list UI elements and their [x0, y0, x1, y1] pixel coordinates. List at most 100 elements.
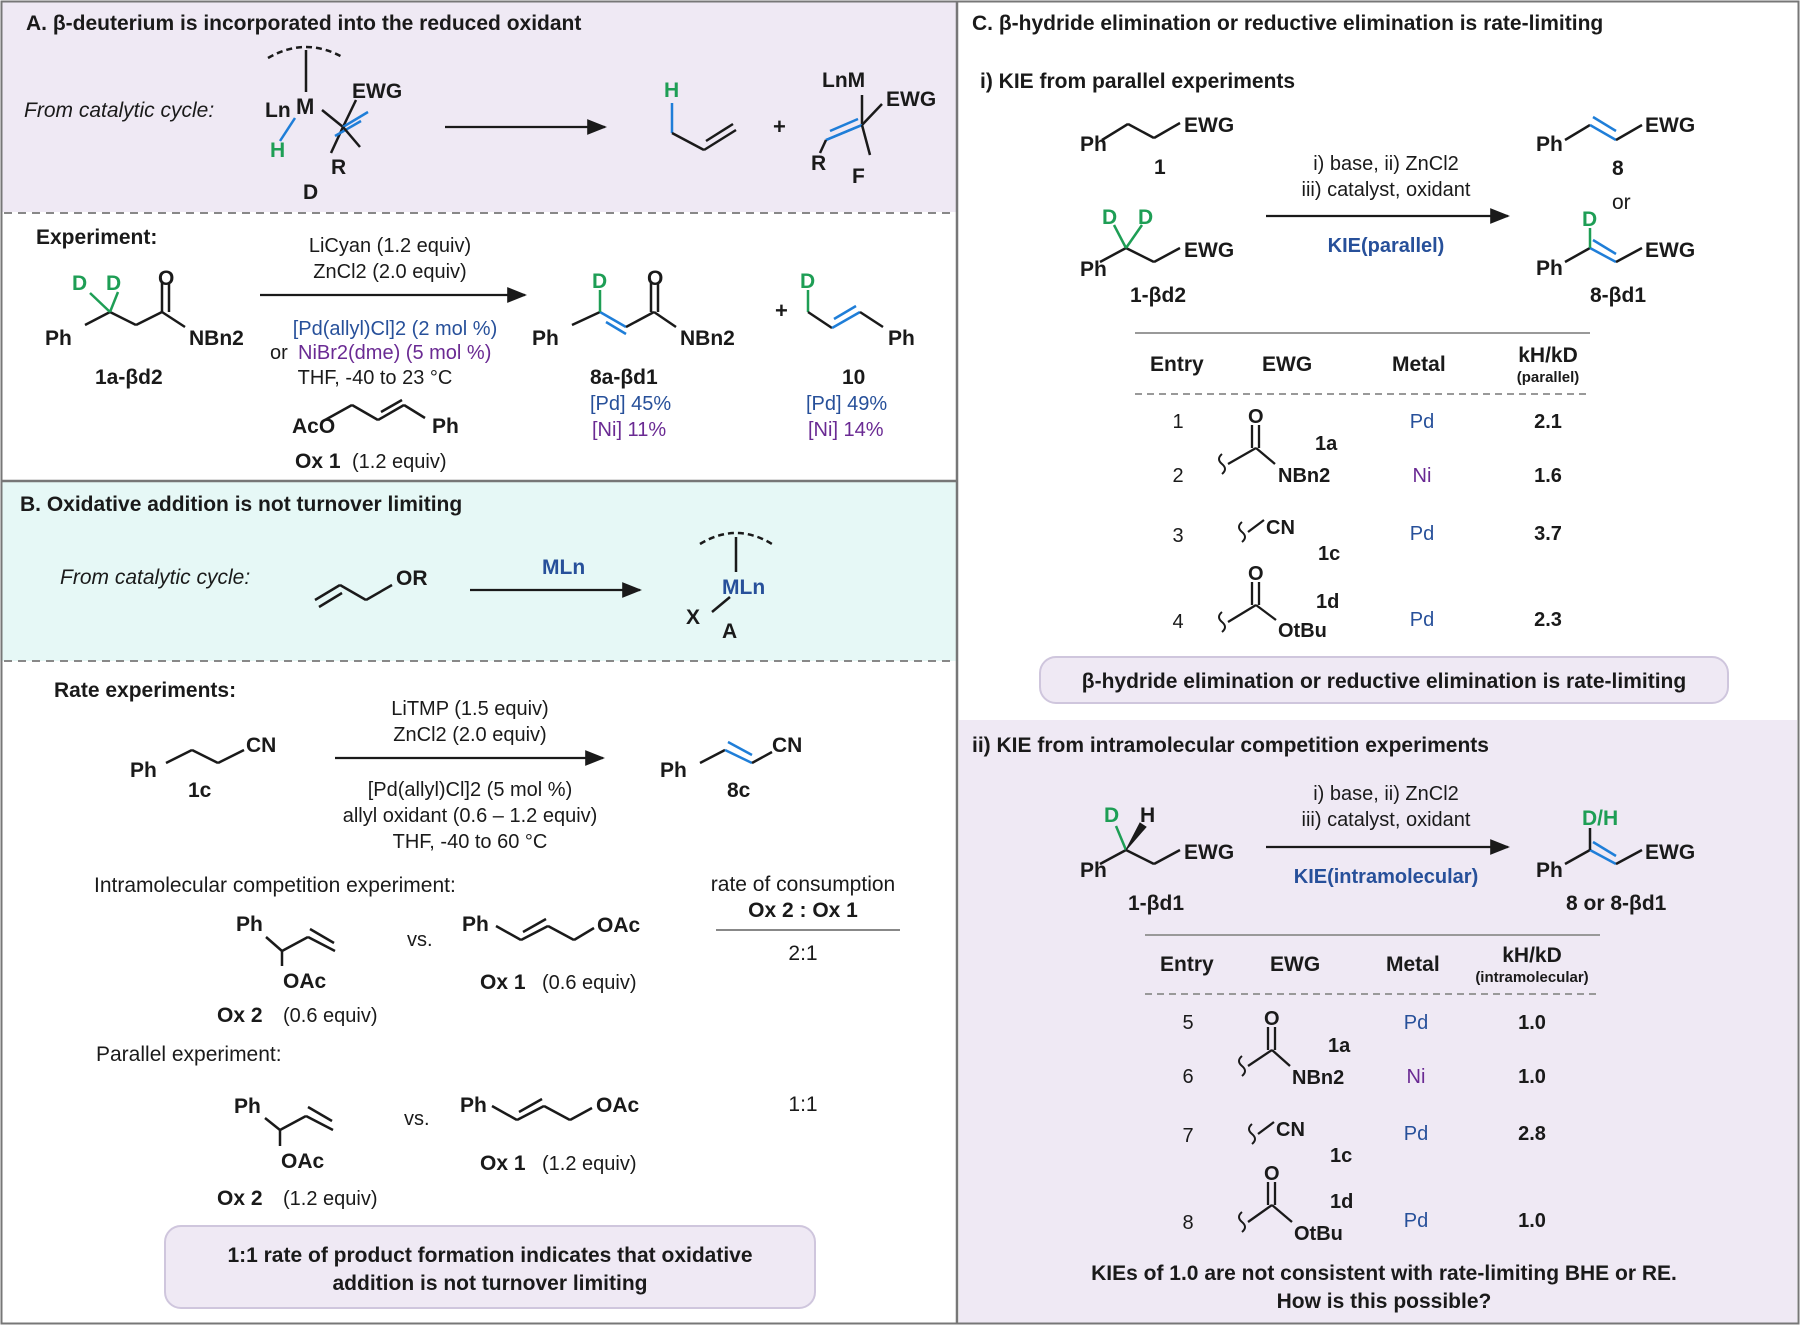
propene-h: H — [664, 79, 679, 102]
p8dh-ph: Ph — [1536, 859, 1563, 882]
table1-rows: 1 Pd 2.1 2 Ni 1.6 3 Pd 3.7 4 Pd 2.3 — [1172, 411, 1561, 633]
side-d: D — [800, 270, 815, 293]
c1-cond1: i) base, ii) ZnCl2 — [1313, 153, 1459, 175]
product-8c-ph: Ph — [660, 759, 687, 782]
product-8c-cn: CN — [772, 734, 802, 757]
vinyl-metal-product — [818, 95, 883, 156]
sm-nbn2: NBn2 — [189, 327, 244, 350]
ox1-aco: AcO — [292, 415, 335, 438]
p8-ewg: EWG — [1645, 114, 1695, 137]
t2-row8-kie: 1.0 — [1518, 1210, 1546, 1232]
t1-nitrile-cn: CN — [1266, 517, 1295, 539]
ewg2-label: EWG — [886, 88, 936, 111]
oxidant-ox1-structure — [324, 398, 426, 422]
t2-h-ewg: EWG — [1270, 953, 1320, 976]
c1-kie-label: KIE(parallel) — [1328, 235, 1445, 257]
rate-cond-pd: [Pd(allyl)Cl]2 (5 mol %) — [368, 779, 572, 801]
s1d2-ewg: EWG — [1184, 239, 1234, 262]
panel-b-header-bg — [2, 481, 956, 661]
sm-ph: Ph — [45, 327, 72, 350]
experiment-label: Experiment: — [36, 226, 157, 249]
d-label: D — [303, 181, 318, 204]
s1-ph: Ph — [1080, 133, 1107, 156]
panel-c-title: C. β-hydride elimination or reductive el… — [972, 12, 1603, 35]
t2-ester-label: 1d — [1330, 1191, 1353, 1213]
r-label: R — [331, 156, 346, 179]
prod-pd-yield: [Pd] 45% — [590, 393, 671, 415]
t1-row4-kie: 2.3 — [1534, 609, 1562, 631]
s1d1-label: 1-βd1 — [1128, 892, 1184, 915]
cond-ni-catalyst: NiBr2(dme) (5 mol %) — [298, 342, 491, 364]
panel-c-conclusion1-box — [1039, 656, 1729, 704]
p8d1-ph: Ph — [1536, 257, 1563, 280]
c2-kie-label: KIE(intramolecular) — [1294, 866, 1478, 888]
sm-d1: D — [72, 272, 87, 295]
vs-parallel: vs. — [404, 1108, 430, 1130]
product-8-dh — [1564, 828, 1643, 866]
s1d2-d2: D — [1138, 206, 1153, 229]
p8dh-ewg: EWG — [1645, 841, 1695, 864]
ox1-intra-oac: OAc — [597, 914, 641, 937]
t2-ewg-amide — [1238, 1027, 1291, 1077]
nitrile-1c-label: 1c — [188, 779, 212, 802]
rate-cond-zncl2: ZnCl2 (2.0 equiv) — [393, 724, 546, 746]
t2-row6-entry: 6 — [1182, 1066, 1193, 1088]
cond-zncl2: ZnCl2 (2.0 equiv) — [313, 261, 466, 283]
t2-ewg-ester — [1238, 1182, 1293, 1233]
rate-cond-oxidant: allyl oxidant (0.6 – 1.2 equiv) — [343, 805, 598, 827]
substrate-1-bd2 — [1099, 224, 1181, 264]
side-pd-yield: [Pd] 49% — [806, 393, 887, 415]
rate-header-1: rate of consumption — [711, 873, 895, 896]
ox1-intra-equiv: (0.6 equiv) — [542, 972, 637, 994]
t2-row5-entry: 5 — [1182, 1012, 1193, 1034]
allyl-or-label: OR — [396, 567, 428, 590]
product-8-bd1 — [1564, 228, 1643, 264]
substrate-1-bd1 — [1099, 822, 1181, 866]
ox1-par-structure — [491, 1097, 593, 1122]
ligand-ln: Ln — [265, 99, 291, 122]
t2-ewg-nitrile — [1248, 1121, 1275, 1145]
p8-label: 8 — [1612, 157, 1624, 180]
ox2-par-oac: OAc — [281, 1150, 325, 1173]
rate-intra-value: 2:1 — [788, 942, 817, 965]
t2-h-kie: kH/kD — [1502, 944, 1562, 967]
t2-h-metal: Metal — [1386, 953, 1440, 976]
t2-amide-o: O — [1264, 1008, 1280, 1030]
t1-nitrile-label: 1c — [1318, 543, 1340, 565]
t1-row4-metal: Pd — [1410, 609, 1434, 631]
ox2-par-structure — [264, 1105, 334, 1146]
s1d2-d1: D — [1102, 206, 1117, 229]
t2-row7-metal: Pd — [1404, 1123, 1428, 1145]
p8d1-d: D — [1582, 208, 1597, 231]
product-8c — [699, 740, 773, 765]
parallel-label: Parallel experiment: — [96, 1043, 282, 1066]
prod-ph: Ph — [532, 327, 559, 350]
t1-row1-metal: Pd — [1410, 411, 1434, 433]
allyl-or-structure — [314, 583, 393, 609]
panel-b-conclusion-box — [164, 1225, 816, 1309]
t2-amide-n: NBn2 — [1292, 1067, 1344, 1089]
s1d2-label: 1-βd2 — [1130, 284, 1186, 307]
product-10 — [806, 290, 884, 330]
r2-label: R — [811, 152, 826, 175]
f-label: F — [852, 165, 865, 188]
prod-label: 8a-βd1 — [590, 366, 658, 389]
p8d1-label: 8-βd1 — [1590, 284, 1646, 307]
t1-h-entry: Entry — [1150, 353, 1204, 376]
lnm-label: LnM — [822, 69, 865, 92]
complex-a-x: X — [686, 606, 700, 629]
nitrile-1c-cn: CN — [246, 734, 276, 757]
panel-b-title: B. Oxidative addition is not turnover li… — [20, 493, 462, 516]
ox1-par-oac: OAc — [596, 1094, 640, 1117]
side-plus: + — [775, 298, 788, 323]
ewg-label: EWG — [352, 80, 402, 103]
panel-c-sub2: ii) KIE from intramolecular competition … — [972, 734, 1489, 757]
t1-row1-kie: 2.1 — [1534, 411, 1562, 433]
ox1-par-ph: Ph — [460, 1094, 487, 1117]
s1d1-ph: Ph — [1080, 859, 1107, 882]
substrate-1a-bd2 — [84, 283, 186, 329]
t2-nitrile-cn: CN — [1276, 1119, 1305, 1141]
ox2-par-ph: Ph — [234, 1095, 261, 1118]
panel-c-sub2-bg — [959, 720, 1797, 1323]
